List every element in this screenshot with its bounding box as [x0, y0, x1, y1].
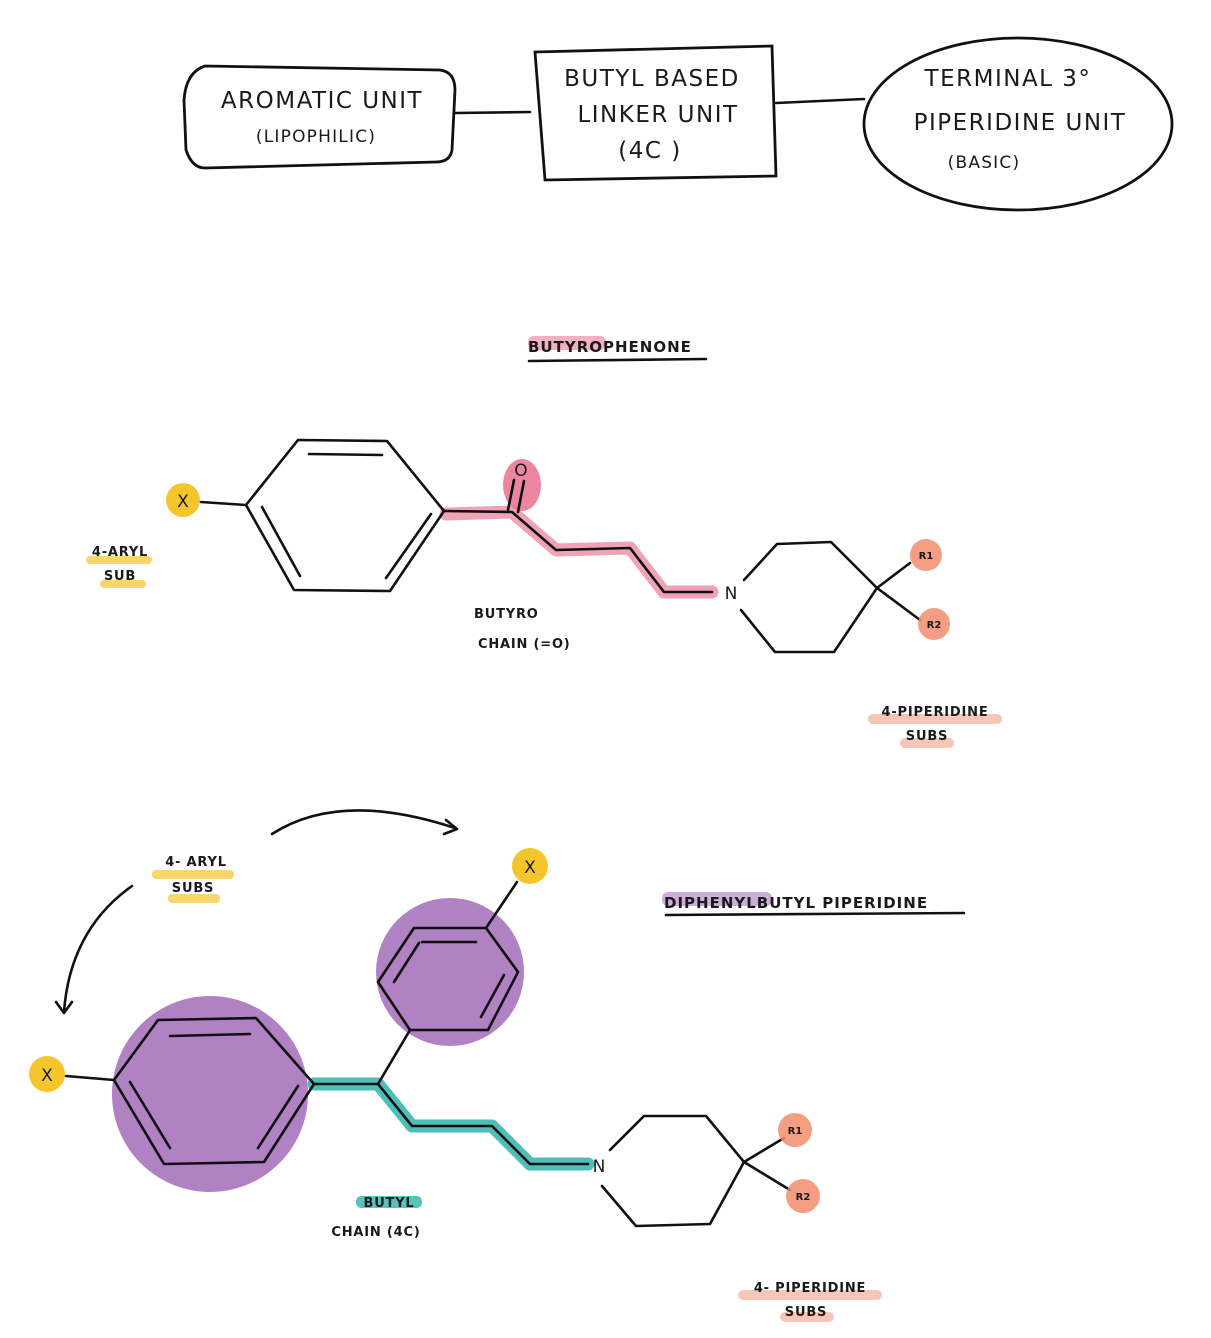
x-substituent: X	[177, 492, 189, 512]
piperidine-unit-oval	[862, 36, 1174, 212]
x-substituent-highlight	[166, 483, 200, 517]
aryl2-label-line2: SUBS	[172, 881, 214, 896]
butyrophenone-structure: BUTYROPHENONE X O N R1 R2 4-ARYL SU	[86, 336, 1002, 748]
aromatic-unit-box	[182, 64, 457, 170]
r2b-label: R2	[796, 1192, 811, 1203]
pip-label-line1: 4-PIPERIDINE	[881, 705, 988, 720]
pip-label-line2: SUBS	[906, 729, 948, 744]
connector-aromatic-linker	[453, 110, 532, 115]
left-ring-double-1	[168, 1032, 252, 1038]
r1-highlight	[910, 539, 942, 571]
r1-bond	[875, 561, 912, 590]
nitrogen2-atom: N	[593, 1157, 606, 1177]
x-top-highlight	[512, 848, 548, 884]
piperidine-unit-line2: PIPERIDINE UNIT	[914, 110, 1127, 136]
ring-double-bond-1	[307, 452, 384, 457]
title2-underline	[664, 911, 966, 917]
aryl-label-highlight-1	[86, 556, 152, 564]
arrow-to-top-ring	[270, 809, 457, 836]
x-bond	[199, 500, 248, 507]
title-highlight	[528, 336, 606, 350]
top-ring-to-chain-bond	[376, 1028, 412, 1086]
aryl-label-highlight-2	[100, 580, 146, 588]
x-left-substituent: X	[41, 1066, 53, 1086]
aromatic-unit-line1: AROMATIC UNIT	[221, 88, 423, 114]
carbonyl-bond-b	[516, 479, 526, 514]
aryl2-label-highlight-1	[152, 870, 234, 879]
linker-unit-line1: BUTYL BASED	[564, 66, 740, 92]
title-underline	[527, 357, 708, 363]
arrow-to-left-ring-head	[54, 1000, 74, 1015]
left-ring-double-2	[256, 1084, 300, 1150]
ring-double-bond-3	[260, 505, 302, 578]
chain-label-line1: BUTYRO	[474, 607, 539, 622]
diphenylbutyl-structure: DIPHENYLBUTYL PIPERIDINE 4- ARYL SUBS X …	[29, 809, 966, 1322]
r2-bond	[875, 586, 922, 622]
r1b-label: R1	[788, 1126, 803, 1137]
butyro-chain-highlight	[439, 505, 719, 599]
pip-label-highlight-2	[900, 738, 954, 748]
top-ring-double-3	[392, 941, 421, 984]
x-top-substituent: X	[524, 858, 536, 878]
top-ring-highlight	[376, 898, 524, 1046]
butyrophenone-title: BUTYROPHENONE	[528, 338, 692, 356]
r2-highlight	[918, 608, 950, 640]
aryl-label-line2: SUB	[104, 569, 136, 584]
r2-label: R2	[927, 620, 942, 631]
x-left-highlight	[29, 1056, 65, 1092]
pip2-label-line2: SUBS	[785, 1305, 827, 1320]
x-top-bond	[484, 880, 519, 930]
pip2-label-highlight-1	[738, 1290, 882, 1300]
connector-linker-piperidine	[774, 97, 866, 105]
left-ring-double-3	[128, 1080, 172, 1150]
r1-label: R1	[919, 551, 934, 562]
r1b-highlight	[778, 1113, 812, 1147]
top-ring-double-2	[479, 973, 506, 1019]
pip2-label-highlight-2	[780, 1312, 834, 1322]
linker-unit-box	[533, 44, 778, 182]
linker-unit-line3: (4C )	[618, 138, 681, 164]
ring-double-bond-2	[384, 512, 433, 580]
piperidine-ring	[739, 540, 879, 654]
oxygen-atom: O	[514, 461, 527, 481]
benzene-ring	[244, 438, 446, 593]
butyl-label-line1: BUTYL	[363, 1196, 414, 1211]
butyl-chain-highlight	[307, 1077, 595, 1171]
linker-unit-line2: LINKER UNIT	[577, 102, 738, 128]
butyl-chain	[312, 1082, 590, 1166]
arrow-to-top-ring-head	[442, 818, 459, 836]
title2-highlight	[662, 892, 772, 906]
diphenylbutyl-title: DIPHENYLBUTYL PIPERIDINE	[664, 894, 928, 912]
butyro-chain	[442, 509, 714, 594]
butyl-label-highlight	[356, 1196, 422, 1208]
r2b-highlight	[786, 1179, 820, 1213]
carbonyl-bond-a	[506, 478, 516, 512]
r1b-bond	[742, 1136, 786, 1164]
aryl2-label-line1: 4- ARYL	[165, 855, 227, 870]
pharmacophore-diagram: AROMATIC UNIT (LIPOPHILIC) BUTYL BASED L…	[182, 36, 1174, 212]
chain-label-line2: CHAIN (=O)	[478, 637, 571, 652]
piperidine2-ring	[600, 1114, 746, 1228]
pip-label-highlight-1	[868, 714, 1002, 724]
left-ring-highlight	[112, 996, 308, 1192]
aryl2-label-highlight-2	[168, 894, 220, 903]
x-left-bond	[64, 1074, 116, 1082]
pip2-label-line1: 4- PIPERIDINE	[754, 1281, 866, 1296]
arrow-to-left-ring	[62, 884, 134, 1014]
aromatic-unit-line2: (LIPOPHILIC)	[256, 127, 376, 147]
r2b-bond	[742, 1160, 792, 1192]
aryl-label-line1: 4-ARYL	[92, 545, 148, 560]
butyl-label-line2: CHAIN (4C)	[331, 1225, 420, 1240]
piperidine-unit-line3: (BASIC)	[948, 153, 1021, 173]
piperidine-unit-line1: TERMINAL 3°	[924, 66, 1092, 92]
nitrogen-atom: N	[725, 584, 738, 604]
